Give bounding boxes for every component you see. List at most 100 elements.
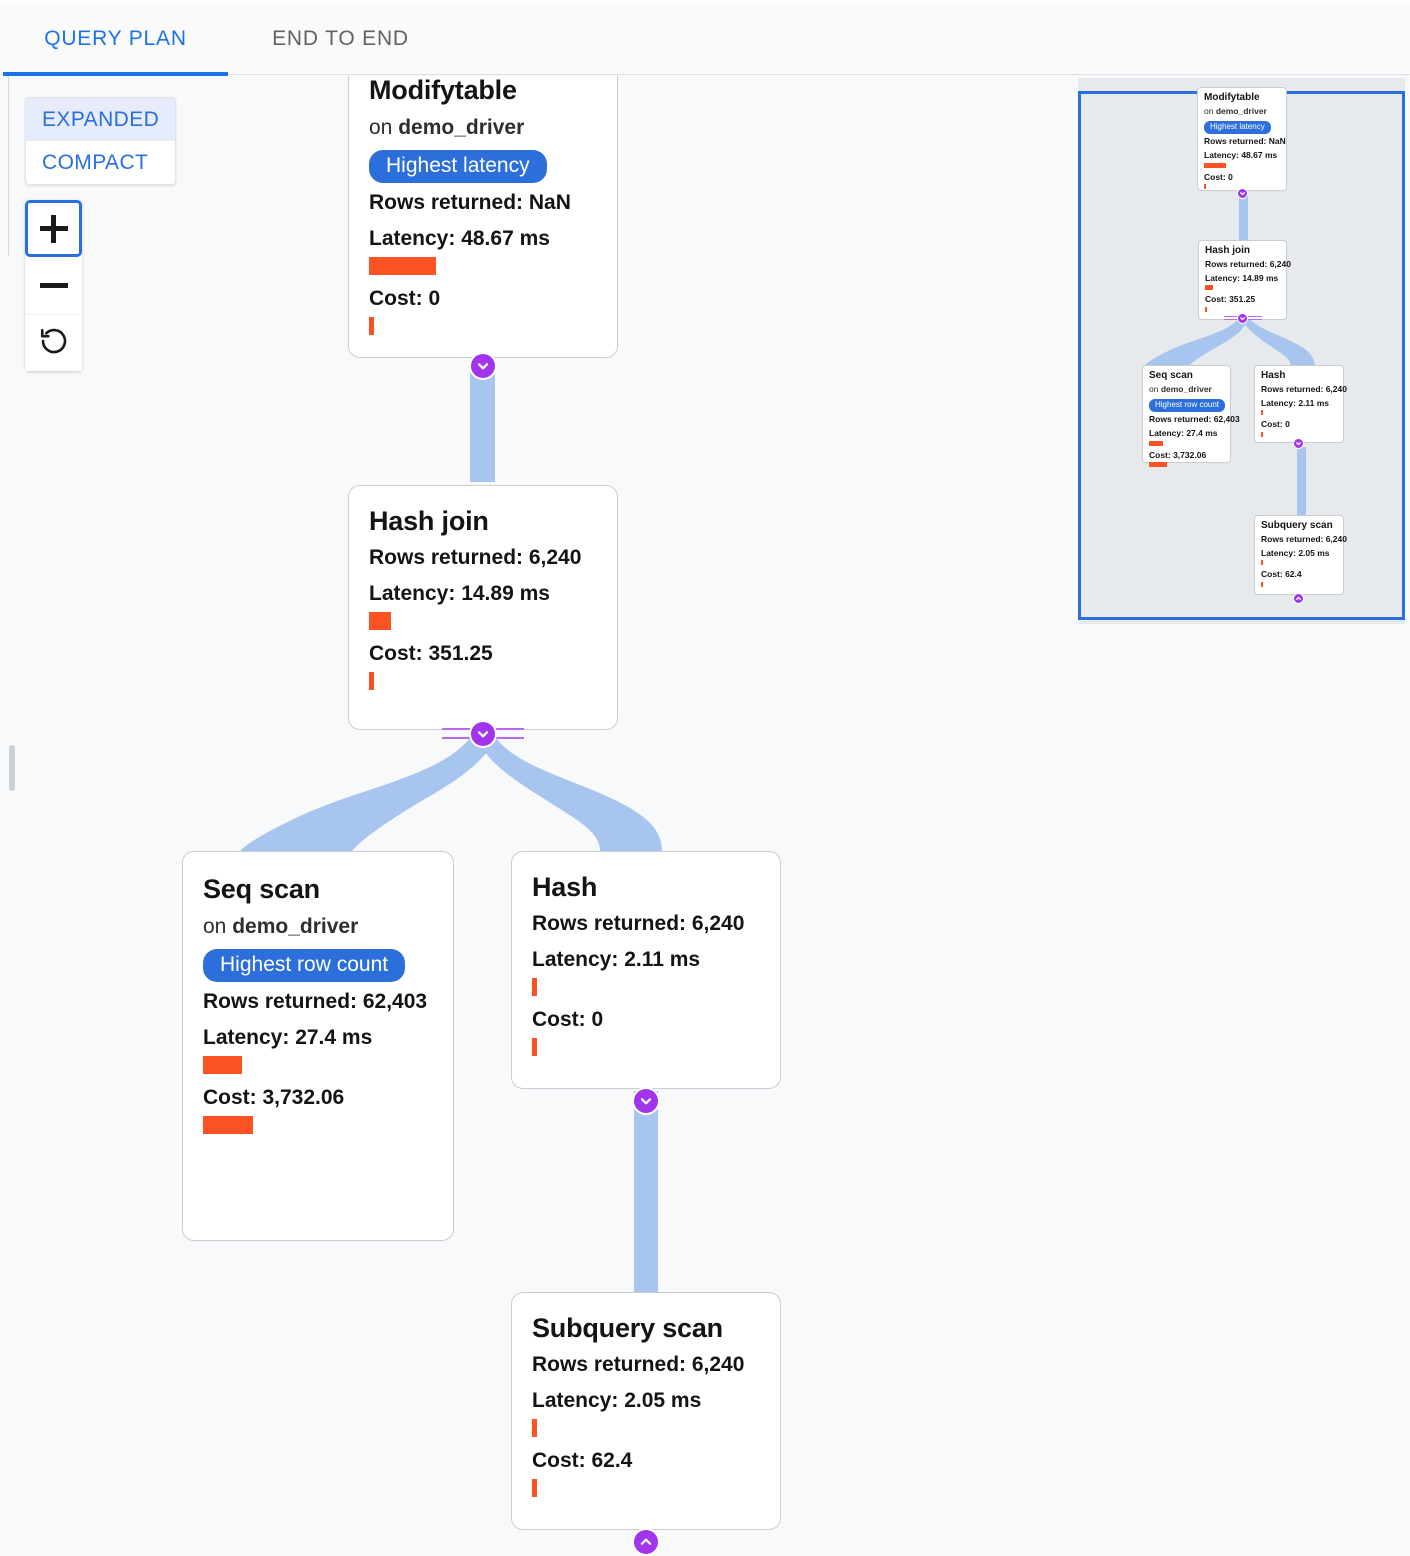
- mini-latency-bar-modifytable: [1204, 162, 1226, 168]
- edge-hash-subqueryscan: [634, 1091, 658, 1294]
- node-latency-bar-modifytable: [369, 257, 436, 276]
- node-latency-hash: Latency: 2.11 ms: [532, 948, 701, 971]
- node-latency-subqueryscan: Latency: 2.05 ms: [532, 1389, 702, 1412]
- mini-title-hash: Hash: [1261, 370, 1286, 381]
- mini-relation-name-seqscan: demo_driver: [1160, 384, 1212, 394]
- collapse-toggle-hashjoin[interactable]: [469, 720, 497, 748]
- edge-layer: [238, 364, 662, 1294]
- mini-cost-bar-hashjoin: [1205, 306, 1207, 312]
- node-relation-name-seqscan: demo_driver: [232, 914, 359, 938]
- view-mode-expanded[interactable]: EXPANDED: [26, 98, 175, 141]
- mini-cost-seqscan: Cost: 3,732.06: [1149, 449, 1207, 460]
- node-latency-hashjoin: Latency: 14.89 ms: [369, 582, 550, 605]
- mini-title-hashjoin: Hash join: [1205, 245, 1251, 256]
- node-cost-bar-seqscan: [203, 1116, 253, 1135]
- collapse-toggle-hash[interactable]: [632, 1087, 660, 1115]
- branch-rails-right-hashjoin: [492, 724, 524, 744]
- node-latency-bar-seqscan: [203, 1056, 242, 1075]
- plus-icon: [39, 214, 68, 243]
- mini-rows-seqscan: Rows returned: 62,403: [1149, 414, 1240, 425]
- mini-collapse-toggle-hashjoin[interactable]: [1237, 313, 1248, 324]
- edge-modifytable-hashjoin: [470, 364, 495, 482]
- mini-rows-subqueryscan: Rows returned: 6,240: [1261, 534, 1347, 544]
- node-latency-bar-subqueryscan: [532, 1419, 537, 1438]
- mini-rows-modifytable: Rows returned: NaN: [1204, 136, 1286, 147]
- edge-hashjoin-seqscan: [238, 738, 495, 856]
- node-latency-bar-hashjoin: [369, 612, 391, 631]
- node-cost-seqscan: Cost: 3,732.06: [203, 1086, 345, 1110]
- mini-branch-rails-left-hashjoin: [1224, 314, 1238, 322]
- node-cost-modifytable: Cost: 0: [369, 287, 441, 311]
- node-rows-hash: Rows returned: 6,240: [532, 911, 745, 935]
- mini-badge-seqscan: Highest row count: [1149, 399, 1226, 412]
- mini-latency-seqscan: Latency: 27.4 ms: [1149, 428, 1218, 439]
- view-mode-compact-label: COMPACT: [42, 150, 149, 174]
- tab-end-to-end[interactable]: END TO END: [228, 3, 453, 75]
- view-mode-toggle: EXPANDED COMPACT: [25, 97, 176, 185]
- reset-rotate-icon: [39, 326, 69, 361]
- plan-node-seqscan[interactable]: Seq scan on demo_driver Highest row coun…: [182, 851, 454, 1241]
- expand-toggle-subqueryscan[interactable]: [632, 1528, 660, 1556]
- panel-divider: [8, 76, 9, 256]
- mini-cost-bar-hash: [1261, 431, 1263, 437]
- zoom-controls: [25, 200, 82, 371]
- graph-canvas[interactable]: Modifytable on demo_driver Highest laten…: [0, 76, 1410, 1556]
- mini-latency-bar-hashjoin: [1205, 285, 1213, 291]
- node-relation-seqscan: on demo_driver: [203, 914, 359, 938]
- node-title-hashjoin: Hash join: [369, 506, 489, 536]
- node-cost-bar-hash: [532, 1038, 537, 1057]
- view-mode-expanded-label: EXPANDED: [42, 107, 160, 131]
- plan-node-hash[interactable]: Hash Rows returned: 6,240 Latency: 2.11 …: [511, 851, 781, 1089]
- mini-cost-bar-seqscan: [1149, 461, 1167, 467]
- mini-cost-modifytable: Cost: 0: [1204, 171, 1233, 182]
- zoom-reset-button[interactable]: [25, 314, 82, 371]
- mini-edge-modifytable-hashjoin: [1239, 188, 1248, 243]
- mini-cost-bar-subqueryscan: [1261, 581, 1263, 587]
- zoom-out-button[interactable]: [25, 257, 82, 314]
- mini-latency-bar-hash: [1261, 410, 1263, 416]
- node-badge-seqscan: Highest row count: [203, 949, 406, 983]
- node-latency-seqscan: Latency: 27.4 ms: [203, 1026, 373, 1050]
- node-rows-modifytable: Rows returned: NaN: [369, 191, 571, 215]
- mini-rows-hashjoin: Rows returned: 6,240: [1205, 259, 1291, 269]
- mini-latency-hash: Latency: 2.11 ms: [1261, 398, 1330, 409]
- mini-relation-seqscan: on demo_driver: [1149, 384, 1212, 394]
- tab-query-plan[interactable]: QUERY PLAN: [3, 3, 228, 75]
- mini-collapse-toggle-modifytable[interactable]: [1237, 188, 1248, 199]
- node-rows-hashjoin: Rows returned: 6,240: [369, 545, 582, 569]
- mini-expand-toggle-subqueryscan[interactable]: [1293, 593, 1304, 604]
- mini-cost-hash: Cost: 0: [1261, 419, 1290, 430]
- node-cost-hashjoin: Cost: 351.25: [369, 642, 493, 666]
- node-title-modifytable: Modifytable: [369, 76, 517, 105]
- node-rows-seqscan: Rows returned: 62,403: [203, 990, 428, 1014]
- mini-node-modifytable[interactable]: Modifytable on demo_driver Highest laten…: [1197, 87, 1287, 191]
- mini-collapse-toggle-hash[interactable]: [1293, 438, 1304, 449]
- mini-node-hash[interactable]: Hash Rows returned: 6,240 Latency: 2.11 …: [1254, 365, 1347, 443]
- view-mode-compact[interactable]: COMPACT: [26, 141, 175, 184]
- mini-node-seqscan[interactable]: Seq scan on demo_driver Highest row coun…: [1142, 365, 1240, 467]
- plan-node-modifytable[interactable]: Modifytable on demo_driver Highest laten…: [348, 76, 618, 358]
- node-relation-name-modifytable: demo_driver: [398, 115, 525, 139]
- mini-title-subqueryscan: Subquery scan: [1261, 520, 1333, 531]
- mini-node-hashjoin[interactable]: Hash join Rows returned: 6,240 Latency: …: [1198, 240, 1291, 320]
- node-rows-subqueryscan: Rows returned: 6,240: [532, 1352, 745, 1376]
- tab-query-plan-label: QUERY PLAN: [44, 27, 187, 50]
- mini-latency-modifytable: Latency: 48.67 ms: [1204, 150, 1278, 161]
- zoom-in-button[interactable]: [25, 200, 82, 257]
- mini-edge-hash-subqueryscan: [1297, 447, 1306, 523]
- collapse-toggle-modifytable[interactable]: [469, 352, 497, 380]
- mini-title-seqscan: Seq scan: [1149, 370, 1193, 381]
- plan-node-hashjoin[interactable]: Hash join Rows returned: 6,240 Latency: …: [348, 485, 618, 730]
- mini-badge-modifytable: Highest latency: [1204, 121, 1271, 134]
- mini-title-modifytable: Modifytable: [1204, 92, 1260, 103]
- plan-node-subqueryscan[interactable]: Subquery scan Rows returned: 6,240 Laten…: [511, 1292, 781, 1530]
- node-badge-modifytable: Highest latency: [369, 150, 547, 184]
- mini-node-subqueryscan[interactable]: Subquery scan Rows returned: 6,240 Laten…: [1254, 515, 1347, 595]
- node-relation-modifytable: on demo_driver: [369, 115, 525, 139]
- node-title-hash: Hash: [532, 872, 598, 902]
- panel-resize-handle[interactable]: [9, 745, 15, 791]
- active-tab-indicator: [3, 72, 228, 76]
- branch-rails-left-hashjoin: [442, 724, 474, 744]
- node-cost-bar-hashjoin: [369, 672, 374, 691]
